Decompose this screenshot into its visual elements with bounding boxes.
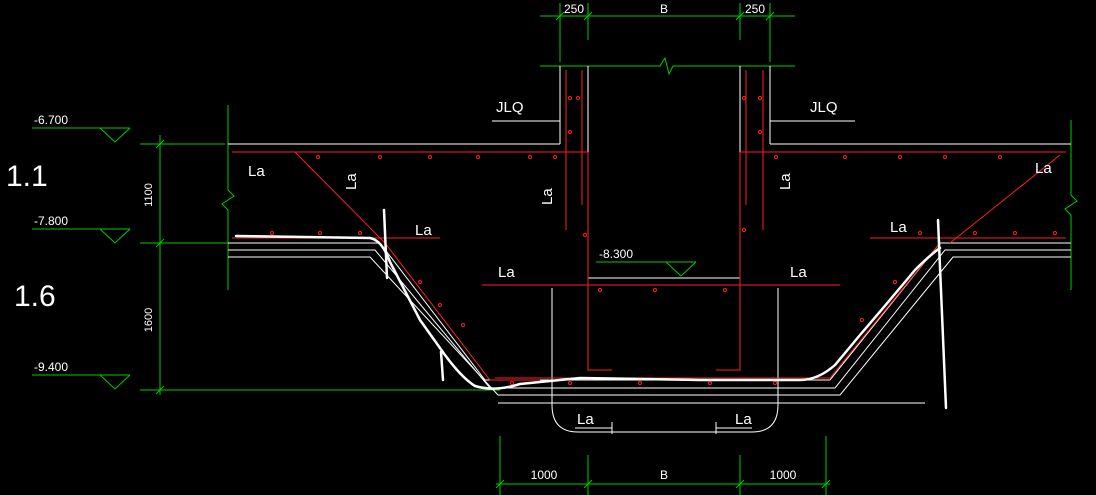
dim-vertical-upper: 1100 — [143, 183, 155, 207]
la-label: La — [1035, 160, 1052, 177]
top-dimension-chain — [540, 3, 795, 62]
bottom-dimension-chain — [495, 436, 831, 495]
la-label: La — [577, 411, 594, 428]
pit-boundary — [162, 56, 1078, 391]
la-label: La — [735, 411, 752, 428]
top-dim-middle: B — [660, 2, 668, 16]
la-label: La — [415, 222, 432, 239]
elevation-label-4: -8.300 — [599, 247, 633, 261]
rebar-dots — [270, 96, 1057, 385]
left-dimension-chain — [140, 135, 230, 395]
la-label: La — [790, 264, 807, 281]
rebar-lines — [232, 70, 1066, 381]
ratio-lower: 1.6 — [14, 280, 56, 313]
la-label: La — [498, 264, 515, 281]
la-label: La — [890, 219, 907, 236]
top-dim-left: 250 — [564, 2, 584, 16]
top-dim-right: 250 — [745, 2, 765, 16]
elevation-markers — [32, 127, 697, 390]
elevation-label-3: -9.400 — [34, 360, 68, 374]
elevation-label-1: -6.700 — [34, 113, 68, 127]
bottom-dim-right: 1000 — [770, 468, 797, 482]
la-label: La — [777, 173, 794, 190]
la-label: La — [539, 188, 556, 205]
la-label: La — [343, 173, 360, 190]
ratio-upper: 1.1 — [6, 160, 48, 193]
bottom-dim-middle: B — [660, 468, 668, 482]
elevation-label-2: -7.800 — [34, 214, 68, 228]
bottom-dim-left: 1000 — [531, 468, 558, 482]
jlq-label-left: JLQ — [496, 99, 524, 116]
jlq-label-right: JLQ — [810, 99, 838, 116]
la-label: La — [248, 163, 265, 180]
dim-vertical-lower: 1600 — [143, 308, 155, 332]
la-leaders — [575, 422, 752, 434]
sketch-line — [234, 208, 948, 410]
